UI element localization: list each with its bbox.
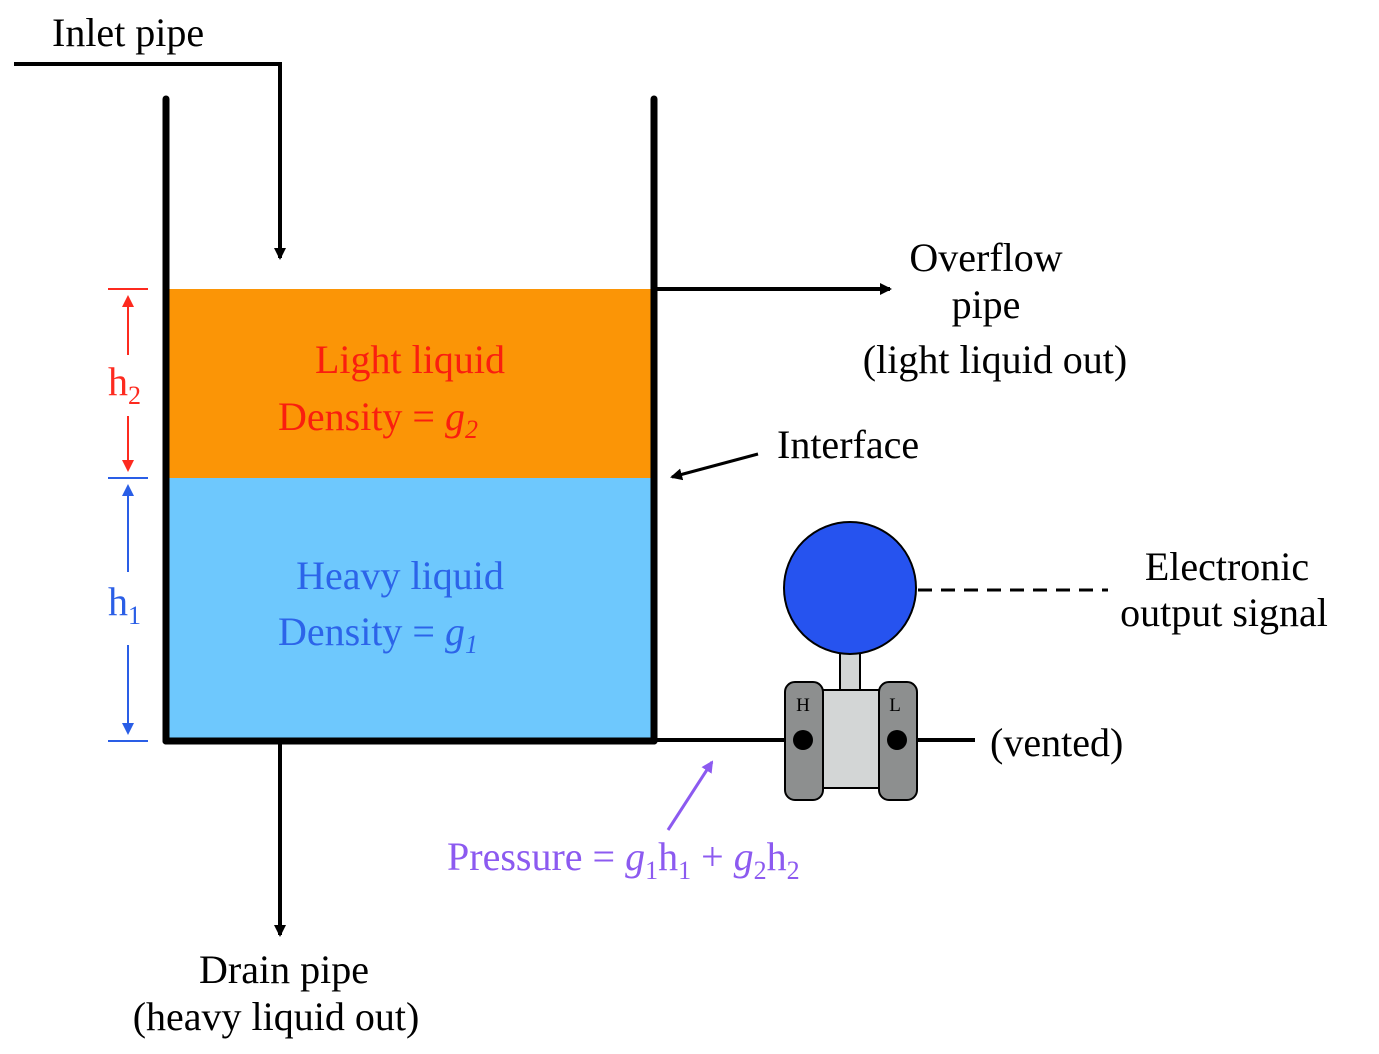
heavy-liquid-layer: [168, 478, 654, 741]
electronic-label-line1: Electronic: [1145, 544, 1309, 589]
inlet-pipe: [14, 62, 286, 260]
transmitter-neck: [839, 651, 861, 691]
heavy-liquid-name: Heavy liquid: [296, 553, 504, 598]
low-port-label: L: [889, 695, 901, 716]
high-port-label: H: [796, 695, 810, 716]
heavy-liquid-density: Density = g1: [278, 609, 478, 659]
overflow-label-line1: Overflow: [909, 235, 1062, 280]
light-density-sub: 2: [465, 415, 478, 444]
light-liquid-density: Density = g2: [278, 394, 478, 444]
light-liquid-layer: [168, 289, 654, 478]
overflow-label-line3: (light liquid out): [863, 337, 1127, 382]
light-density-symbol: g: [445, 394, 465, 439]
light-density-prefix: Density =: [278, 394, 445, 439]
h1-label: h1: [108, 579, 141, 630]
transmitter-head: [783, 521, 917, 655]
interface-label: Interface: [777, 422, 919, 467]
dp-transmitter: H L: [783, 521, 918, 801]
transmitter-body: [817, 689, 885, 789]
vented-label: (vented): [990, 720, 1123, 765]
drain-label-line2: (heavy liquid out): [133, 994, 420, 1039]
overflow-label-line2: pipe: [952, 282, 1021, 327]
heavy-density-sub: 1: [465, 630, 478, 659]
inlet-pipe-label: Inlet pipe: [52, 10, 204, 55]
high-port-dot: [793, 730, 813, 750]
pressure-equation: Pressure = g1h1 + g2h2: [447, 834, 800, 885]
h2-label: h2: [108, 359, 141, 410]
h1-dimension: [108, 484, 148, 742]
heavy-density-symbol: g: [445, 609, 465, 654]
heavy-density-prefix: Density =: [278, 609, 445, 654]
low-port-dot: [887, 730, 907, 750]
light-liquid-name: Light liquid: [315, 337, 505, 382]
h2-dimension: [108, 288, 148, 472]
drain-label-line1: Drain pipe: [199, 947, 369, 992]
pressure-arrow: [666, 760, 714, 831]
interface-arrow: [670, 452, 759, 481]
electronic-label-line2: output signal: [1120, 590, 1328, 635]
